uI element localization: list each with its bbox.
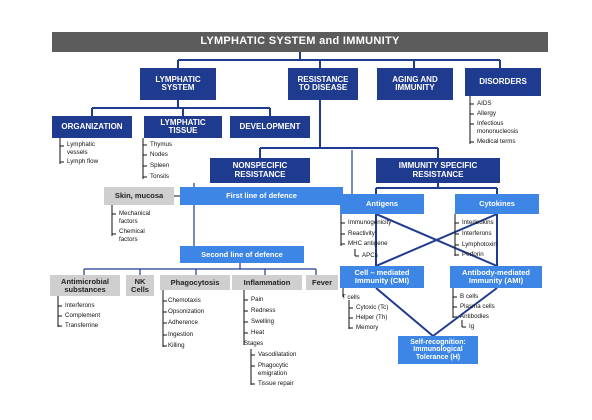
ami-item-plasma-cells: Plasma cells bbox=[460, 303, 495, 310]
immunity-specific-resistance-box: IMMUNITY SPECIFIC RESISTANCE bbox=[376, 158, 500, 183]
cmi-item-memory: Memory bbox=[356, 324, 379, 331]
cytokines-item-perforin: Perforin bbox=[462, 251, 484, 258]
antibody-mediated-immunity-box: Antibody-mediated Immunity (AMI) bbox=[450, 266, 542, 288]
cmi-item-helper: Helper (Th) bbox=[356, 314, 388, 321]
inflammation-item-swelling: Swelling bbox=[251, 318, 275, 325]
phagocytosis-box: Phagocytosis bbox=[160, 275, 230, 290]
ami-item-b-cells: B cells bbox=[460, 293, 479, 300]
cmi-item-cytoxic: Cytoxic (Tc) bbox=[356, 304, 389, 311]
antimicrobial-item-transferrine: Transferrine bbox=[65, 322, 99, 329]
phagocytosis-item-ingestion: Ingestion bbox=[168, 331, 194, 338]
disorders-item-mononucleosis: Infectious mononucleosis bbox=[477, 120, 519, 135]
organization-item-lymphatic-vessels: Lymphatic vessels bbox=[67, 141, 95, 156]
phagocytosis-item-opsonization: Opsonization bbox=[168, 308, 205, 315]
second-line-of-defence-box: Second line of defence bbox=[180, 246, 304, 263]
resistance-to-disease-box: RESISTANCE TO DISEASE bbox=[288, 68, 358, 100]
cytokines-item-lymphotoxin: Lymphotoxin bbox=[462, 241, 497, 248]
fever-box: Fever bbox=[306, 275, 338, 290]
nonspecific-resistance-box: NONSPECIFIC RESISTANCE bbox=[210, 158, 310, 183]
cmi-item-t-cells: T cells bbox=[342, 294, 360, 301]
inflammation-item-pain: Pain bbox=[251, 296, 264, 303]
antimicrobial-substances-box: Antimicrobial substances bbox=[50, 275, 120, 296]
skin-item-mechanical-factors: Mechanical factors bbox=[119, 210, 151, 225]
diagram-title: LYMPHATIC SYSTEM and IMMUNITY bbox=[52, 32, 548, 52]
inflammation-item-tissue-repair: Tissue repair bbox=[258, 380, 294, 387]
nk-cells-box: NK Cells bbox=[126, 275, 154, 296]
organization-item-lymph-flow: Lymph flow bbox=[67, 158, 99, 165]
first-line-of-defence-box: First line of defence bbox=[180, 187, 343, 205]
tissue-item-nodes: Nodes bbox=[150, 151, 168, 158]
tissue-item-tonsils: Tonsils bbox=[150, 173, 169, 180]
inflammation-item-phagocytic-emigration: Phagocytic emigration bbox=[258, 362, 289, 377]
phagocytosis-item-chemotaxis: Chemotaxis bbox=[168, 297, 201, 304]
inflammation-item-heat: Heat bbox=[251, 329, 265, 336]
tissue-item-spleen: Spleen bbox=[150, 162, 170, 169]
organization-box: ORGANIZATION bbox=[52, 116, 132, 138]
phagocytosis-item-killing: Killing bbox=[168, 342, 185, 349]
antimicrobial-item-complement: Complement bbox=[65, 312, 101, 319]
antigens-item-immunogenicity: Immunogenicity bbox=[348, 219, 392, 226]
disorders-item-allergy: Allergy bbox=[477, 110, 496, 117]
skin-item-chemical-factors: Chemical factors bbox=[119, 228, 145, 243]
ami-item-antibodies: Antibodies bbox=[460, 313, 489, 320]
cell-mediated-immunity-box: Cell – mediated Immunity (CMI) bbox=[340, 266, 424, 288]
self-recognition-box: Self-recognition: Immunological Toleranc… bbox=[398, 336, 478, 364]
ami-item-ig: Ig bbox=[469, 323, 475, 330]
inflammation-item-stages: Stages bbox=[244, 340, 264, 347]
phagocytosis-item-adherence: Adherence bbox=[168, 319, 198, 326]
antigens-box: Antigens bbox=[340, 194, 424, 214]
inflammation-item-vasodilatation: Vasodilatation bbox=[258, 351, 297, 358]
antimicrobial-item-interferons: Interferons bbox=[65, 302, 95, 309]
antigens-item-apcs: APCs bbox=[362, 252, 378, 259]
development-box: DEVELOPMENT bbox=[230, 116, 310, 138]
disorders-box: DISORDERS bbox=[465, 68, 541, 96]
lymphatic-tissue-box: LYMPHATIC TISSUE bbox=[144, 116, 222, 138]
antigens-item-mhc-antigene: MHC antigene bbox=[348, 240, 388, 247]
inflammation-item-redness: Redness bbox=[251, 307, 276, 314]
cytokines-item-interferons: Interferons bbox=[462, 230, 492, 237]
cytokines-item-interleukins: Interleukins bbox=[462, 219, 494, 226]
skin-mucosa-box: Skin, mucosa bbox=[104, 187, 174, 205]
antigens-item-reactivity: Reactivity bbox=[348, 230, 375, 237]
disorders-item-aids: AIDS bbox=[477, 100, 492, 107]
disorders-item-medical-terms: Medical terms bbox=[477, 138, 516, 145]
cytokines-box: Cytokines bbox=[455, 194, 539, 214]
aging-and-immunity-box: AGING AND IMMUNITY bbox=[377, 68, 453, 100]
inflammation-box: Inflammation bbox=[232, 275, 302, 290]
lymphatic-system-box: LYMPHATIC SYSTEM bbox=[140, 68, 216, 100]
tissue-item-thymus: Thymus bbox=[150, 141, 173, 148]
